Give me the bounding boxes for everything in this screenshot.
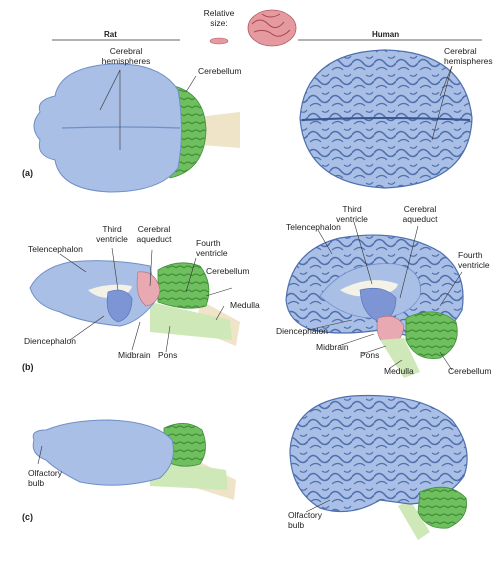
human-third-ventricle-label: Third ventricle bbox=[336, 204, 368, 224]
rat-brain-dorsal-view bbox=[33, 63, 240, 193]
rat-diencephalon-label: Diencephalon bbox=[24, 336, 76, 346]
human-column-header: Human bbox=[372, 30, 400, 39]
human-fourth-ventricle-label: Fourth ventricle bbox=[458, 250, 490, 270]
panel-label-a: (a) bbox=[22, 168, 33, 178]
human-diencephalon-label: Diencephalon bbox=[276, 326, 328, 336]
rat-cerebral-hemispheres-label: Cerebral hemispheres bbox=[101, 46, 151, 66]
panel-label-b: (b) bbox=[22, 362, 34, 372]
rat-medulla-label: Medulla bbox=[230, 300, 260, 310]
human-brain-lateral-view bbox=[289, 394, 468, 540]
rat-telencephalon-label: Telencephalon bbox=[28, 244, 83, 254]
rat-brain-sagittal-view bbox=[29, 247, 240, 353]
rat-pons-label: Pons bbox=[158, 350, 178, 360]
human-midbrain-label: Midbrain bbox=[316, 342, 349, 352]
human-telencephalon-label: Telencephalon bbox=[286, 222, 341, 232]
rat-midbrain-label: Midbrain bbox=[118, 350, 151, 360]
relative-size-mini-human-brain bbox=[247, 9, 297, 47]
panel-label-c: (c) bbox=[22, 512, 33, 522]
rat-fourth-ventricle-label: Fourth ventricle bbox=[196, 238, 228, 258]
relative-size-label: Relative size: bbox=[203, 8, 235, 28]
human-cerebral-hemispheres-label: Cerebral hemispheres bbox=[444, 46, 493, 66]
rat-cerebellum-label-b: Cerebellum bbox=[206, 266, 250, 276]
rat-brain-lateral-view bbox=[32, 419, 236, 500]
human-cerebral-aqueduct-label: Cerebral aqueduct bbox=[402, 204, 438, 224]
rat-olfactory-bulb-label: Olfactory bulb bbox=[28, 468, 63, 488]
human-brain-sagittal-view bbox=[285, 221, 464, 378]
rat-third-ventricle-label: Third ventricle bbox=[96, 224, 128, 244]
relative-size-mini-rat-brain bbox=[209, 37, 229, 45]
rat-cerebellum-label-a: Cerebellum bbox=[198, 66, 242, 76]
human-brain-dorsal-view bbox=[299, 49, 473, 189]
rat-column-header: Rat bbox=[104, 30, 117, 39]
human-medulla-label: Medulla bbox=[384, 366, 414, 376]
rat-cerebral-aqueduct-label: Cerebral aqueduct bbox=[136, 224, 172, 244]
human-olfactory-bulb-label: Olfactory bulb bbox=[288, 510, 323, 530]
human-pons-label: Pons bbox=[360, 350, 380, 360]
human-cerebellum-label: Cerebellum bbox=[448, 366, 492, 376]
